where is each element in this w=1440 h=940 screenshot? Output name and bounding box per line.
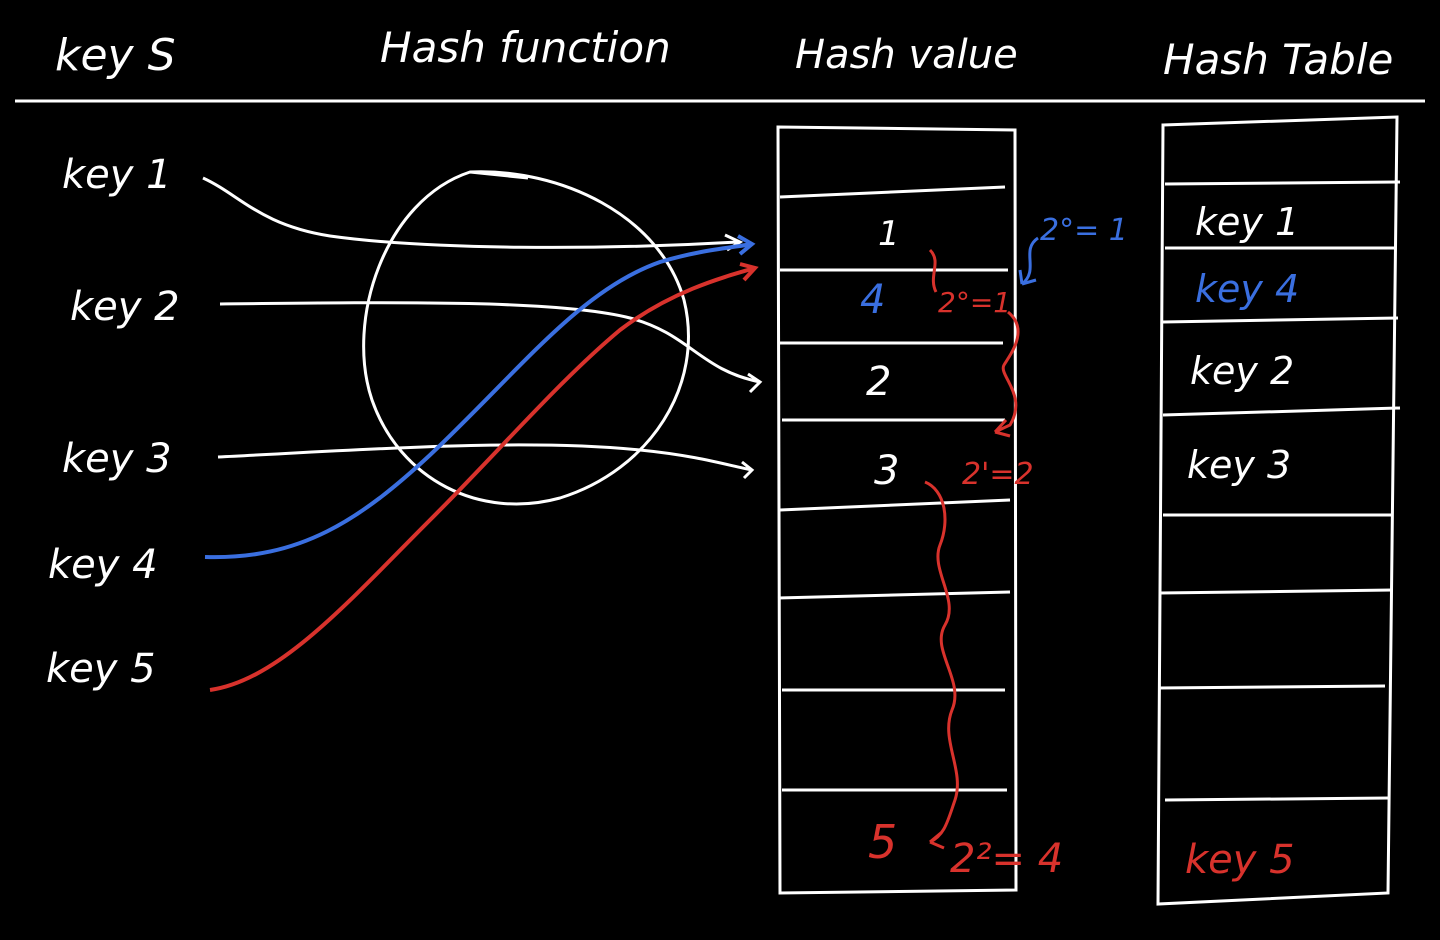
blue-probe-label: 2°= 1 — [1040, 213, 1128, 248]
key-label-5: key 5 — [46, 646, 156, 692]
hash-value-1: 1 — [878, 214, 900, 254]
key-label-3: key 3 — [62, 436, 172, 482]
hash-value-5: 5 — [868, 815, 897, 869]
header-hash-table: Hash Table — [1163, 35, 1393, 84]
key-label-4: key 4 — [48, 542, 158, 588]
hash-table-dividers — [1157, 180, 1401, 802]
arrow-key5-red — [209, 262, 759, 692]
red-probe-label-1: 2°=1 — [938, 286, 1011, 319]
hash-value-2: 2 — [866, 359, 891, 405]
hash-table-column — [1156, 115, 1399, 906]
header-keys: key S — [55, 30, 176, 81]
hash-value-3: 3 — [874, 448, 899, 494]
key-label-2: key 2 — [70, 284, 180, 330]
key-label-1: key 1 — [62, 152, 172, 198]
hash-value-dividers — [777, 185, 1011, 792]
header-hash-function: Hash function — [380, 23, 671, 72]
hash-table-key5: key 5 — [1185, 837, 1295, 883]
blue-probe-arrow — [1018, 236, 1039, 286]
hash-table-key3: key 3 — [1187, 443, 1291, 487]
header-hash-value: Hash value — [795, 32, 1018, 78]
red-probe-label-3: 2²= 4 — [950, 836, 1063, 882]
red-probe-arrow-1 — [928, 248, 938, 293]
red-probe-arrow-3 — [924, 480, 959, 850]
red-probe-arrow-2 — [993, 310, 1020, 438]
hash-table-key4: key 4 — [1195, 267, 1299, 311]
hash-table-key2: key 2 — [1190, 349, 1294, 393]
hash-value-column — [776, 125, 1018, 895]
arrow-key4-blue — [204, 234, 756, 560]
arrow-key1-to-slot1 — [202, 176, 744, 252]
hash-value-4: 4 — [860, 277, 885, 323]
arrow-key2-to-slot3 — [219, 301, 763, 394]
hash-function-circle — [362, 170, 690, 506]
arrow-key3-to-slot4 — [217, 443, 755, 480]
red-probe-label-2: 2'=2 — [962, 457, 1034, 492]
hash-table-key1: key 1 — [1195, 200, 1299, 244]
